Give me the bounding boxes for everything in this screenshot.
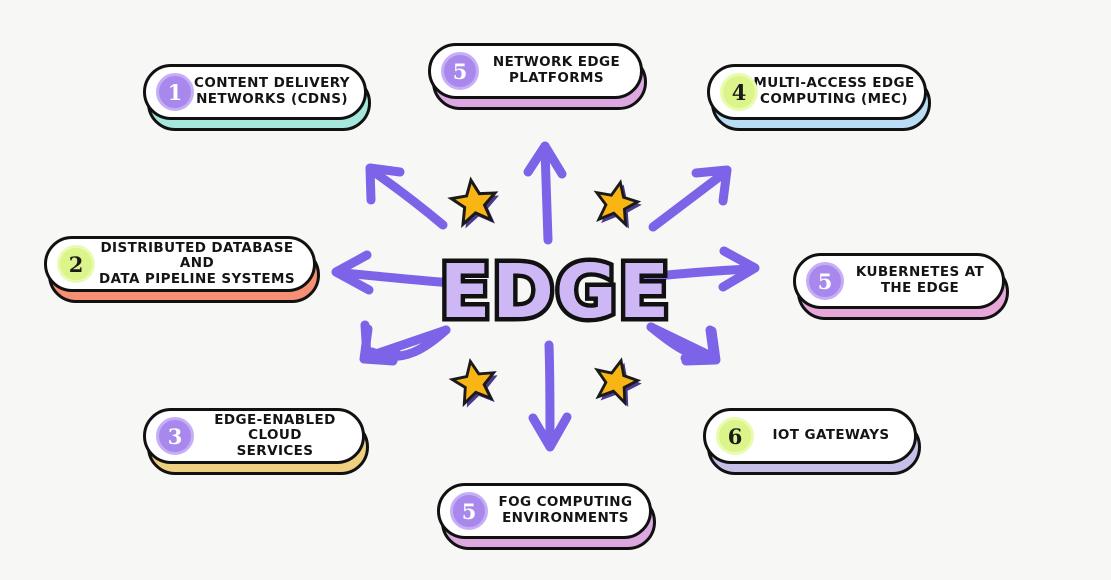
node-kubernetes-at-the-edge[interactable]: 5 KUBERNETES AT THE EDGE: [793, 253, 1009, 320]
node-body[interactable]: 5 FOG COMPUTING ENVIRONMENTS: [437, 483, 652, 539]
node-label: FOG COMPUTING ENVIRONMENTS: [498, 494, 633, 526]
node-body[interactable]: 3 EDGE-ENABLED CLOUD SERVICES: [143, 408, 365, 464]
arrow-down-left-head: [359, 324, 451, 366]
star-bottom-left: [448, 356, 503, 410]
number-badge-icon: 6: [716, 417, 754, 455]
center-title-outline: EDGE: [435, 249, 673, 335]
number-badge-icon: 1: [156, 73, 194, 111]
number-badge-icon: 3: [156, 417, 194, 455]
node-edge-enabled-cloud-services[interactable]: 3 EDGE-ENABLED CLOUD SERVICES: [143, 408, 369, 475]
star-top-left: [447, 175, 503, 230]
number-badge-icon: 5: [806, 262, 844, 300]
node-label: NETWORK EDGE PLATFORMS: [492, 54, 621, 86]
node-label: MULTI-ACCESS EDGE COMPUTING (MEC): [753, 75, 915, 107]
number-badge-icon: 4: [720, 73, 758, 111]
star-bottom-right: [589, 354, 646, 410]
node-fog-computing-environments[interactable]: 5 FOG COMPUTING ENVIRONMENTS: [437, 483, 656, 550]
arrow-down: [528, 340, 572, 452]
node-body[interactable]: 5 NETWORK EDGE PLATFORMS: [428, 43, 643, 99]
node-label: IOT GATEWAYS: [772, 427, 890, 444]
center-title: EDGE: [439, 249, 672, 335]
number-badge-icon: 5: [450, 492, 488, 530]
node-label: DISTRIBUTED DATABASE AND DATA PIPELINE S…: [98, 239, 295, 287]
node-iot-gateways[interactable]: 6 IOT GATEWAYS: [703, 408, 921, 475]
arrow-up-left: [365, 163, 448, 230]
arrow-down-left: [360, 320, 451, 362]
node-body[interactable]: 6 IOT GATEWAYS: [703, 408, 917, 464]
number-badge-icon: 5: [441, 52, 479, 90]
node-label: KUBERNETES AT THE EDGE: [855, 264, 985, 296]
star-top-right: [590, 176, 646, 231]
node-network-edge-platforms[interactable]: 5 NETWORK EDGE PLATFORMS: [428, 43, 647, 110]
node-body[interactable]: 5 KUBERNETES AT THE EDGE: [793, 253, 1005, 309]
arrow-up: [523, 141, 567, 245]
node-label: CONTENT DELIVERY NETWORKS (CDNS): [194, 75, 350, 107]
arrow-up-right: [648, 165, 732, 232]
arrow-left: [331, 250, 457, 295]
node-label: EDGE-ENABLED CLOUD SERVICES: [214, 411, 336, 459]
number-badge-icon: 2: [57, 245, 95, 283]
